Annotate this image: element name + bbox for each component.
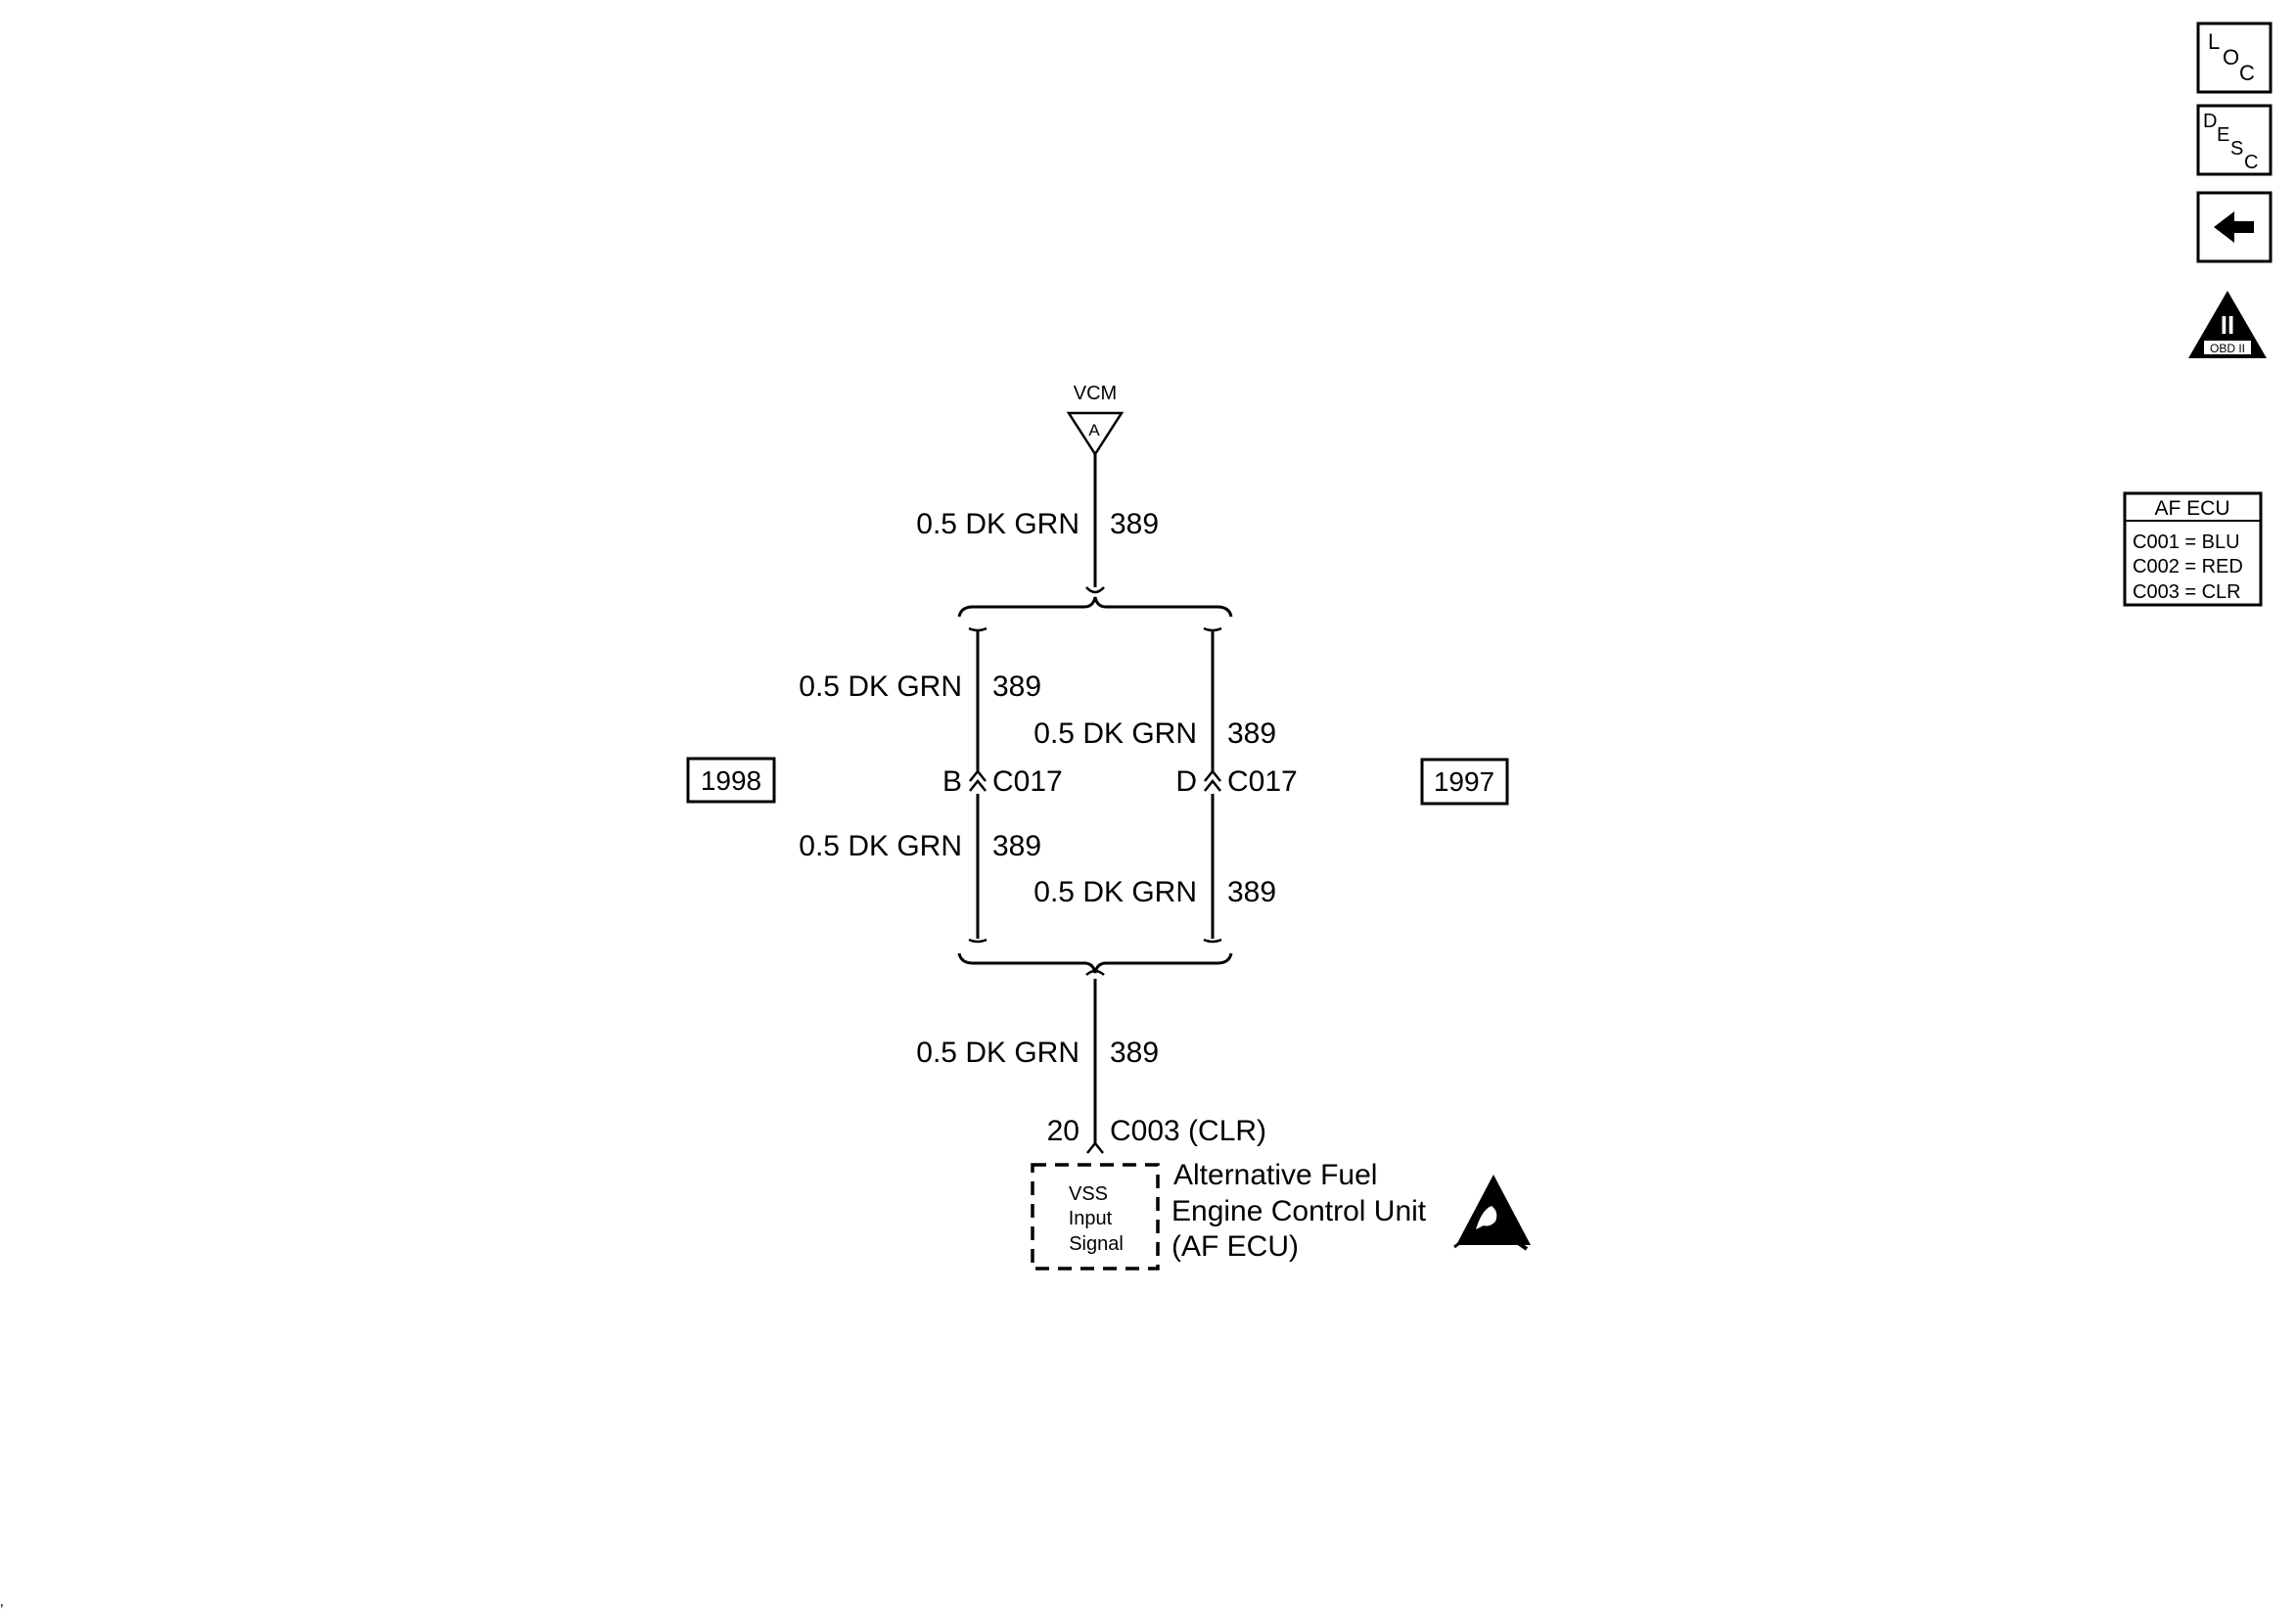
- box-line: VSS: [1069, 1183, 1108, 1205]
- af-ecu-vss-input-box: VSS Input Signal: [1031, 1163, 1160, 1270]
- loc-letter-o: O: [2223, 45, 2239, 69]
- obd-numeral: II: [2221, 310, 2234, 340]
- vcm-label: VCM: [1074, 383, 1117, 404]
- legend-title: AF ECU: [2154, 497, 2229, 520]
- legend-row: C001 = BLU: [2133, 531, 2240, 553]
- component-name-line: Engine Control Unit: [1171, 1195, 1427, 1227]
- desc-button[interactable]: D E S C: [2196, 104, 2273, 176]
- wire-spec: 0.5 DK GRN: [799, 830, 962, 862]
- connector-pin: 20: [1047, 1115, 1079, 1147]
- esd-sensitive-icon: [1453, 1175, 1531, 1251]
- wire-labels: 0.5 DK GRN 389 0.5 DK GRN 389 0.5 DK GRN…: [799, 508, 1276, 1069]
- wire-circuit: 389: [1227, 876, 1276, 908]
- wire-circuit: 389: [992, 830, 1041, 862]
- connector-labels: B C017 D C017 20 C003 (CLR): [942, 765, 1298, 1147]
- connector-pin: B: [942, 765, 962, 798]
- desc-letter-e: E: [2217, 124, 2229, 146]
- wire-circuit: 389: [1110, 508, 1159, 540]
- vcm-terminal: VCM A: [1066, 383, 1125, 457]
- box-line: Input: [1069, 1208, 1113, 1229]
- box-line: Signal: [1069, 1233, 1124, 1255]
- wire-circuit: 389: [1110, 1037, 1159, 1069]
- connector-name: C003 (CLR): [1110, 1115, 1266, 1147]
- component-name-line: (AF ECU): [1171, 1230, 1299, 1263]
- year-1997-box[interactable]: 1997: [1420, 758, 1509, 806]
- year-1998-box[interactable]: 1998: [686, 757, 776, 804]
- legend-row: C002 = RED: [2133, 556, 2243, 578]
- legend-row: C003 = CLR: [2133, 581, 2241, 603]
- loc-letter-c: C: [2239, 61, 2255, 85]
- obd-label: OBD II: [2210, 342, 2245, 355]
- left-arrow-icon: [2214, 211, 2254, 243]
- component-name-line: Alternative Fuel: [1173, 1159, 1377, 1191]
- connector-pin: D: [1175, 765, 1197, 798]
- connector-color-legend: AF ECU C001 = BLU C002 = RED C003 = CLR: [2123, 491, 2263, 607]
- vcm-terminal-letter: A: [1088, 421, 1100, 439]
- obd-ii-warning-icon[interactable]: II OBD II: [2188, 291, 2267, 358]
- page-mark: ’: [0, 1602, 4, 1617]
- wire-lines: [957, 454, 1233, 1143]
- wire-circuit: 389: [1227, 717, 1276, 750]
- wire-spec: 0.5 DK GRN: [916, 508, 1079, 540]
- desc-letter-d: D: [2203, 111, 2217, 132]
- loc-letter-l: L: [2208, 29, 2220, 54]
- connector-c017-right-symbol: [1204, 768, 1221, 792]
- year-label: 1997: [1434, 766, 1494, 797]
- connector-name: C017: [992, 765, 1063, 798]
- year-label: 1998: [701, 765, 761, 796]
- connector-c017-left-symbol: [969, 768, 987, 792]
- back-button[interactable]: [2196, 191, 2273, 263]
- wire-spec: 0.5 DK GRN: [1033, 876, 1197, 908]
- loc-button[interactable]: L O C: [2196, 22, 2273, 94]
- wire-spec: 0.5 DK GRN: [1033, 717, 1197, 750]
- connector-name: C017: [1227, 765, 1298, 798]
- desc-letter-c: C: [2244, 152, 2258, 173]
- af-ecu-name: Alternative Fuel Engine Control Unit (AF…: [1171, 1159, 1427, 1263]
- wire-spec: 0.5 DK GRN: [799, 670, 962, 703]
- wire-spec: 0.5 DK GRN: [916, 1037, 1079, 1069]
- connector-c003-symbol: [1086, 1140, 1104, 1154]
- desc-letter-s: S: [2230, 138, 2243, 160]
- wire-circuit: 389: [992, 670, 1041, 703]
